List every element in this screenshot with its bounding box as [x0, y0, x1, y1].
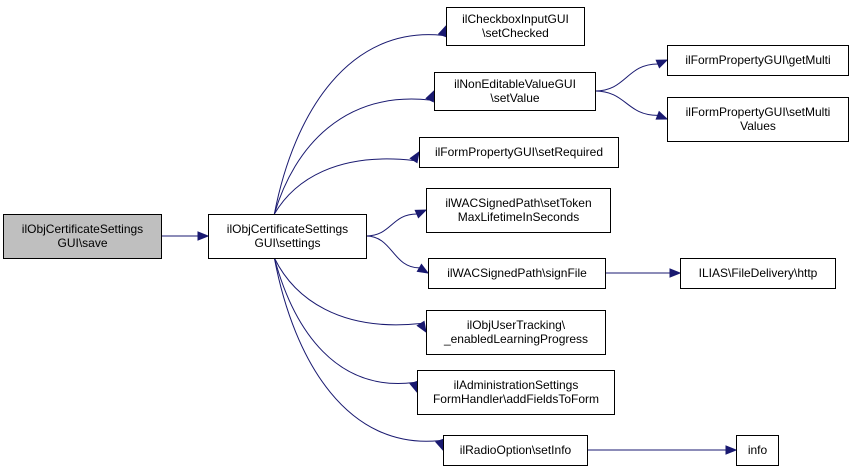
edge-setValue-to-setMultiValues — [594, 90, 669, 120]
edge-settings-to-setRequired — [273, 150, 420, 215]
edge-line — [594, 63, 658, 92]
node-label-line: _enabledLearningProgress — [443, 332, 588, 346]
node-label-line: Values — [740, 119, 776, 133]
node-box — [667, 45, 849, 76]
node-setTokenMax[interactable]: ilWACSignedPath\setTokenMaxLifetimeInSec… — [426, 188, 611, 233]
node-label-line: ilNonEditableValueGUI — [454, 77, 576, 91]
node-box — [428, 258, 606, 289]
node-box — [419, 137, 619, 168]
edge-settings-to-setTokenMax — [365, 209, 428, 237]
node-box — [446, 7, 585, 46]
edge-line — [273, 158, 414, 215]
node-box — [426, 310, 606, 355]
arrowhead-icon — [409, 380, 419, 394]
node-enabledLP[interactable]: ilObjUserTracking\_enabledLearningProgre… — [426, 310, 606, 355]
node-label-line: ilObjCertificateSettings — [22, 222, 143, 236]
node-label-line: GUI\settings — [254, 236, 320, 250]
node-label-line: ilFormPropertyGUI\getMulti — [685, 53, 830, 67]
nodes-layer: ilObjCertificateSettingsGUI\saveilObjCer… — [3, 7, 849, 466]
edge-line — [273, 257, 421, 326]
arrowhead-icon — [414, 209, 428, 219]
edge-settings-to-setChecked — [273, 24, 447, 215]
node-label-line: ilAdministrationSettings — [454, 378, 579, 392]
edge-setValue-to-getMulti — [594, 59, 669, 92]
node-box — [434, 72, 596, 111]
node-box — [443, 435, 588, 466]
node-setValue[interactable]: ilNonEditableValueGUI\setValue — [434, 72, 596, 111]
node-label-line: MaxLifetimeInSeconds — [458, 210, 579, 224]
node-label-line: GUI\save — [57, 236, 107, 250]
node-setInfo[interactable]: ilRadioOption\setInfo — [443, 435, 588, 466]
node-label-line: ilWACSignedPath\signFile — [447, 266, 587, 280]
edge-settings-to-setValue — [273, 89, 435, 215]
arrowhead-icon — [425, 89, 435, 103]
node-label-line: ilFormPropertyGUI\setRequired — [435, 145, 603, 159]
edge-signFile-to-http — [605, 268, 682, 278]
node-label-line: ilFormPropertyGUI\setMulti — [686, 105, 831, 119]
node-label-line: ilWACSignedPath\setToken — [445, 196, 591, 210]
node-info[interactable]: info — [736, 435, 779, 466]
arrowhead-icon — [409, 150, 420, 164]
node-label-line: \setChecked — [482, 26, 549, 40]
edge-settings-to-setInfo — [273, 257, 444, 452]
node-box — [680, 258, 836, 289]
node-getMulti[interactable]: ilFormPropertyGUI\getMulti — [667, 45, 849, 76]
node-box — [667, 97, 849, 142]
node-box — [417, 370, 615, 415]
node-label-line: ilCheckboxInputGUI — [462, 12, 569, 26]
edge-line — [365, 213, 417, 237]
node-setRequired[interactable]: ilFormPropertyGUI\setRequired — [419, 137, 619, 168]
arrowhead-icon — [416, 263, 430, 274]
arrowhead-icon — [655, 110, 669, 120]
edge-settings-to-signFile — [365, 235, 430, 274]
node-addFields[interactable]: ilAdministrationSettingsFormHandler\addF… — [417, 370, 615, 415]
node-label-line: ILIAS\FileDelivery\http — [699, 266, 818, 280]
edge-line — [594, 90, 658, 116]
edge-settings-to-enabledLP — [273, 257, 427, 334]
node-box — [736, 435, 779, 466]
edges-layer — [161, 24, 738, 455]
edge-line — [273, 34, 443, 215]
edge-setInfo-to-info — [587, 445, 738, 455]
edge-save-to-settings — [161, 231, 210, 241]
node-box — [208, 214, 367, 259]
node-label-line: ilObjCertificateSettings — [227, 222, 348, 236]
node-label-line: ilObjUserTracking\ — [467, 318, 566, 332]
node-signFile[interactable]: ilWACSignedPath\signFile — [428, 258, 606, 289]
arrowhead-icon — [197, 231, 210, 241]
edge-line — [365, 235, 420, 269]
arrowhead-icon — [655, 59, 669, 69]
node-label-line: ilRadioOption\setInfo — [460, 443, 572, 457]
node-box — [426, 188, 611, 233]
node-setChecked[interactable]: ilCheckboxInputGUI\setChecked — [446, 7, 585, 46]
arrowhead-icon — [669, 268, 682, 278]
arrowhead-icon — [416, 320, 427, 334]
edge-line — [273, 98, 430, 215]
arrowhead-icon — [725, 445, 738, 455]
edge-line — [273, 257, 440, 442]
node-label-line: FormHandler\addFieldsToForm — [433, 392, 599, 406]
node-http[interactable]: ILIAS\FileDelivery\http — [680, 258, 836, 289]
node-label-line: info — [748, 443, 768, 457]
node-box — [3, 214, 162, 259]
node-label-line: \setValue — [490, 91, 539, 105]
edge-line — [273, 257, 414, 384]
